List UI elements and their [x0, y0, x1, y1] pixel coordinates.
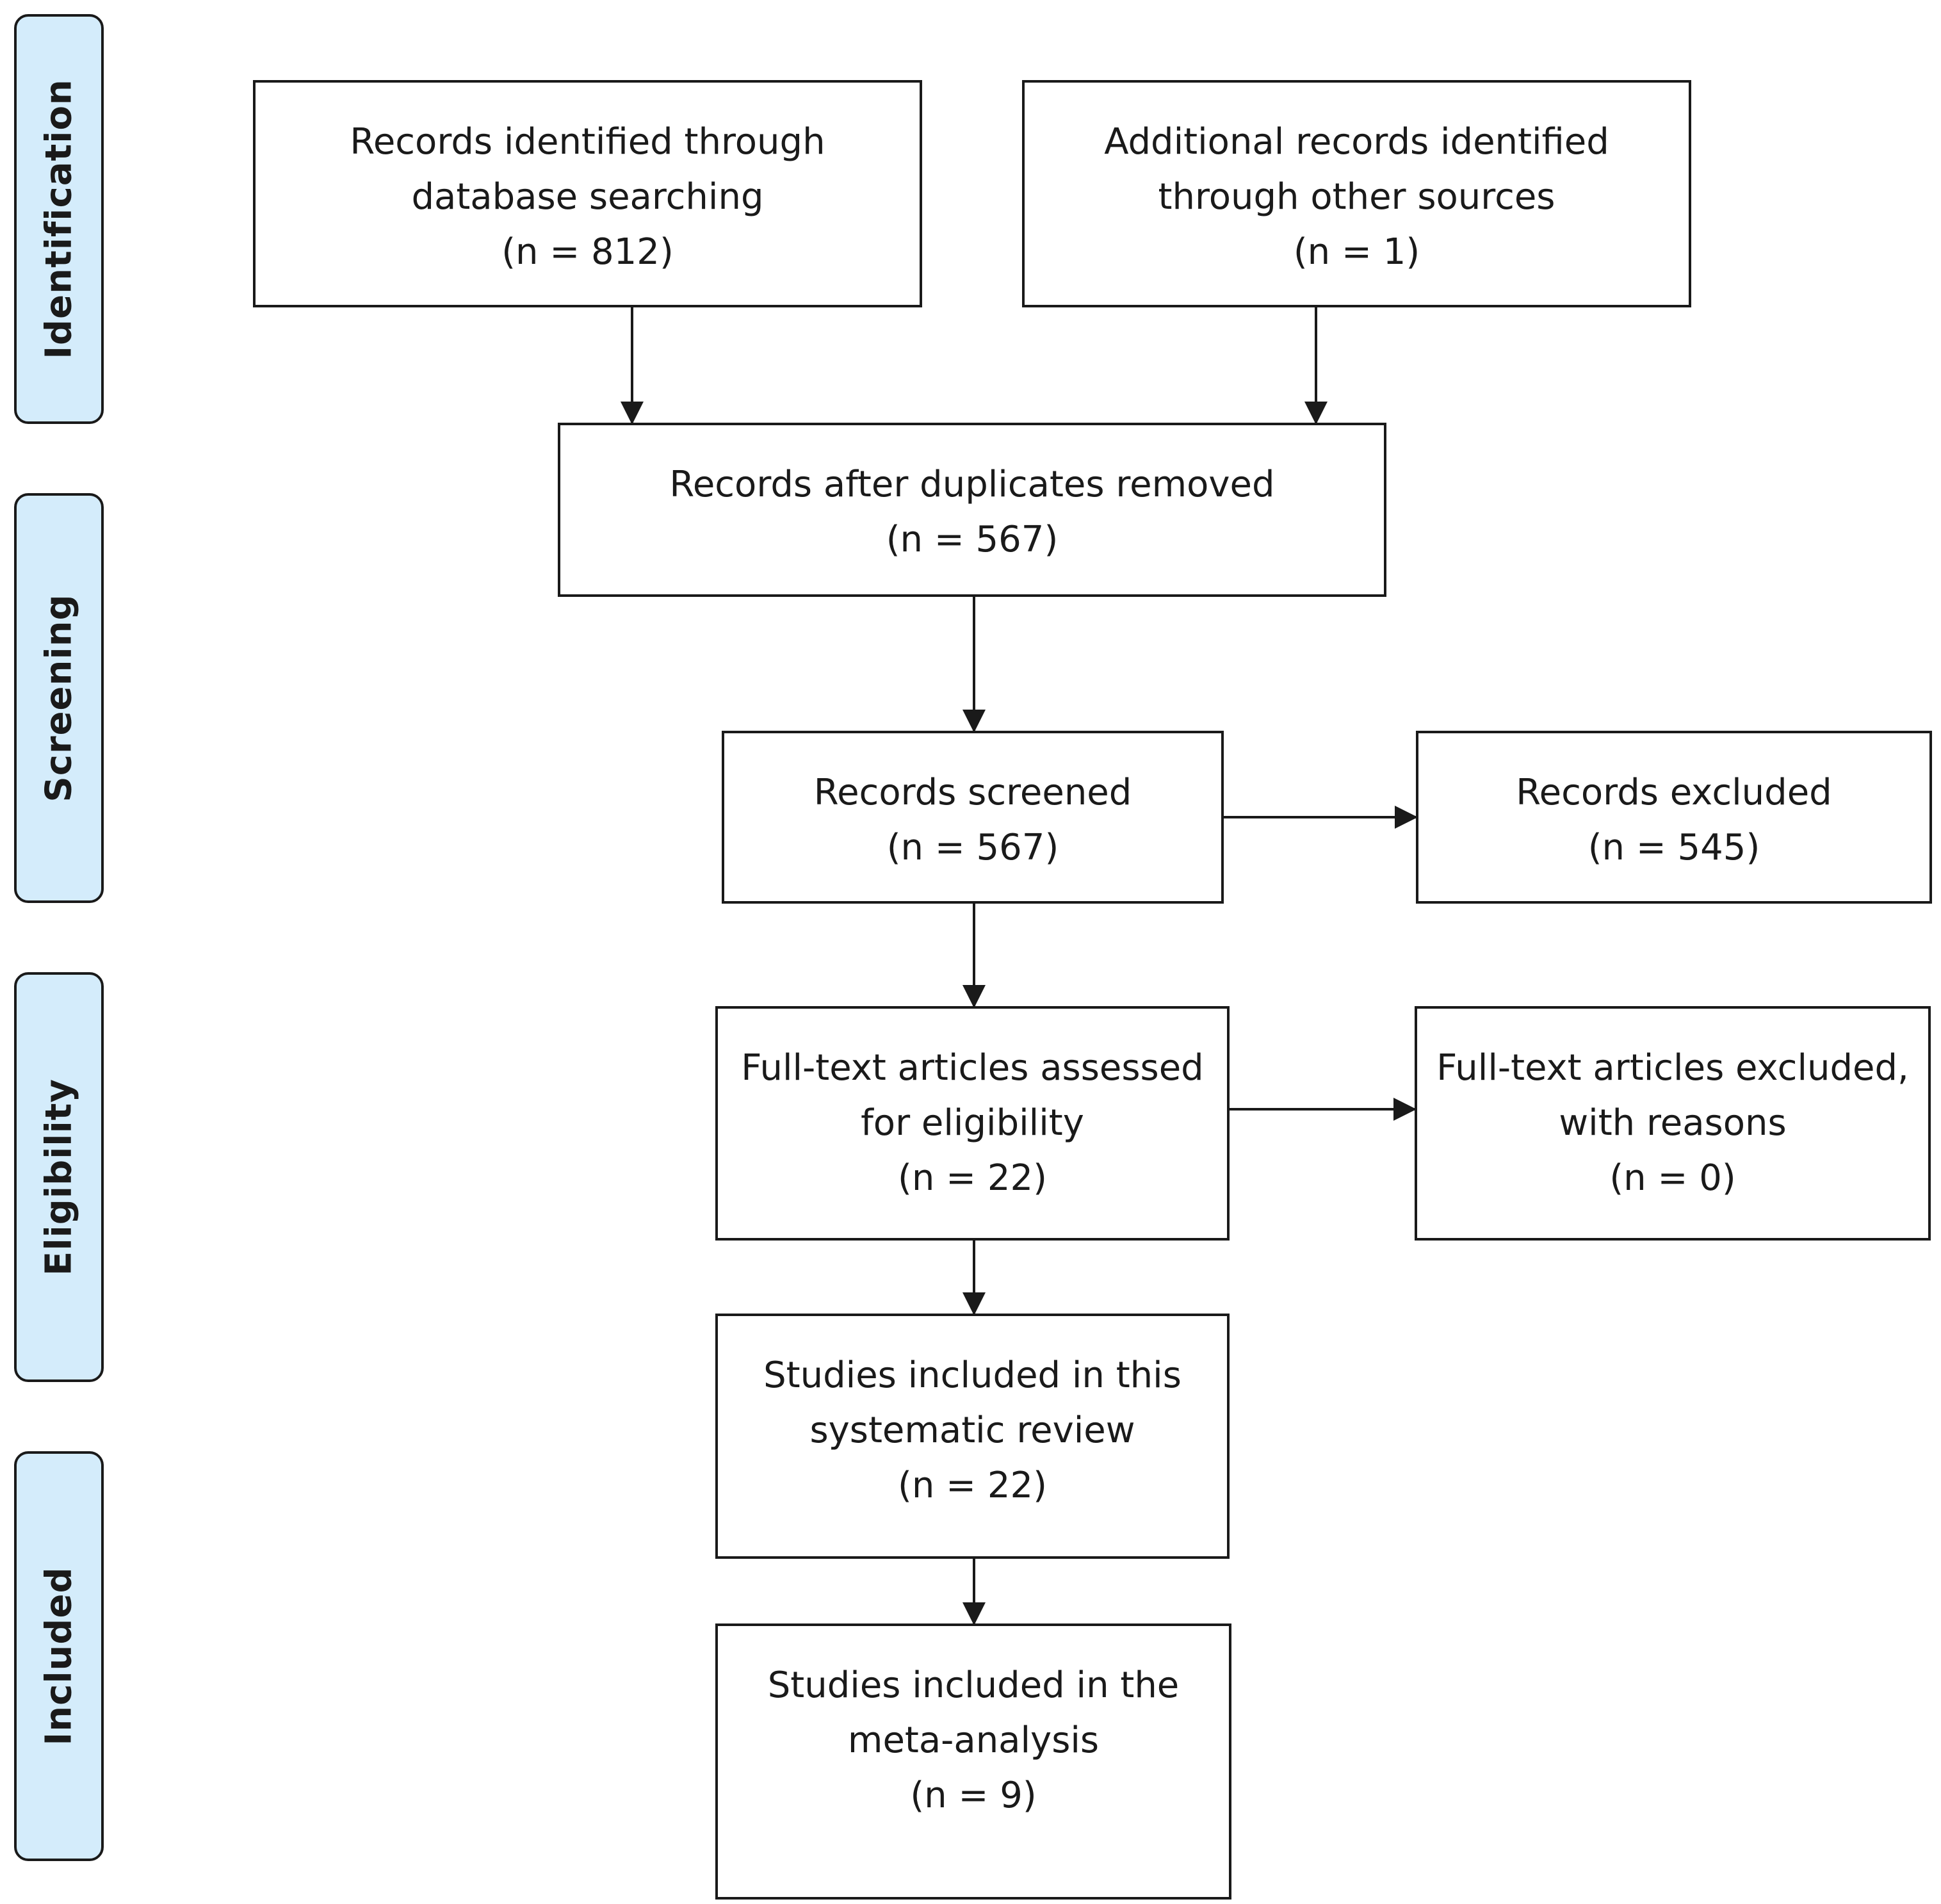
phase-identification: Identification	[14, 14, 104, 424]
box-database-search: Records identified through database sear…	[253, 80, 922, 307]
box-count: (n = 567)	[886, 827, 1059, 868]
box-text: Records identified through	[350, 121, 825, 163]
box-other-sources: Additional records identified through ot…	[1022, 80, 1691, 307]
box-text: Studies included in this	[763, 1355, 1182, 1396]
box-text: systematic review	[809, 1410, 1135, 1451]
box-fulltext-excluded: Full-text articles excluded, with reason…	[1415, 1006, 1931, 1241]
box-count: (n = 22)	[898, 1157, 1047, 1199]
box-text: Full-text articles assessed	[741, 1047, 1204, 1089]
phase-eligibility: Eligibility	[14, 972, 104, 1382]
box-text: through other sources	[1158, 176, 1555, 218]
box-records-excluded: Records excluded (n = 545)	[1416, 731, 1932, 904]
box-systematic-review: Studies included in this systematic revi…	[715, 1314, 1230, 1559]
box-text: for eligibility	[861, 1102, 1084, 1144]
box-count: (n = 9)	[910, 1775, 1037, 1816]
box-records-screened: Records screened (n = 567)	[722, 731, 1224, 904]
box-text: Additional records identified	[1104, 121, 1609, 163]
phase-screening: Screening	[14, 493, 104, 903]
box-text: Records after duplicates removed	[669, 464, 1275, 505]
box-count: (n = 0)	[1609, 1157, 1736, 1199]
box-meta-analysis: Studies included in the meta-analysis (n…	[715, 1623, 1231, 1900]
box-text: Records screened	[813, 772, 1132, 813]
box-text: meta-analysis	[847, 1720, 1100, 1761]
box-duplicates-removed: Records after duplicates removed (n = 56…	[558, 423, 1386, 597]
box-text: with reasons	[1559, 1102, 1787, 1144]
box-text: database searching	[411, 176, 764, 218]
box-count: (n = 567)	[886, 519, 1059, 560]
box-count: (n = 812)	[501, 231, 674, 273]
box-text: Records excluded	[1516, 772, 1832, 813]
box-count: (n = 22)	[898, 1465, 1047, 1506]
box-count: (n = 1)	[1293, 231, 1420, 273]
box-text: Full-text articles excluded,	[1436, 1047, 1909, 1089]
box-text: Studies included in the	[767, 1664, 1180, 1706]
box-fulltext-assessed: Full-text articles assessed for eligibil…	[715, 1006, 1230, 1241]
phase-included: Included	[14, 1451, 104, 1861]
box-count: (n = 545)	[1588, 827, 1760, 868]
